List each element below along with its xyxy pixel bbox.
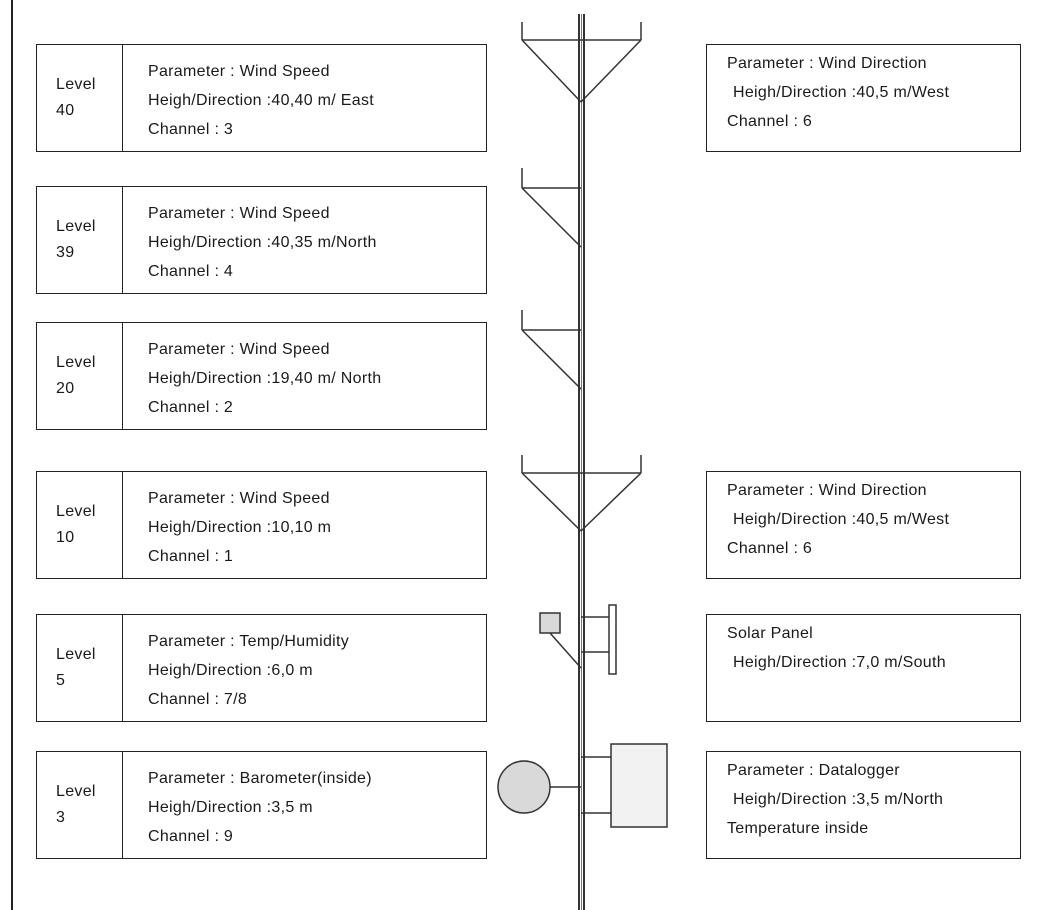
height-direction-text: Heigh/Direction :3,5 m [148, 799, 313, 816]
parameter-text: Parameter : Datalogger [727, 762, 900, 779]
wind-direction-top-box: Parameter : Wind Direction Heigh/Directi… [706, 44, 1021, 152]
double-boom-top [521, 22, 642, 103]
channel-text: Channel : 4 [148, 263, 234, 280]
level-label: Level [56, 354, 96, 371]
single-boom-level-39 [521, 168, 582, 248]
channel-text: Channel : 6 [727, 540, 813, 557]
level-3-box: Level 3 Parameter : Barometer(inside) He… [36, 751, 487, 859]
sensor-info: Parameter : Barometer(inside) Heigh/Dire… [123, 752, 372, 858]
left-border-line [11, 0, 13, 910]
level-39-box: Level 39 Parameter : Wind Speed Heigh/Di… [36, 186, 487, 294]
channel-text: Channel : 3 [148, 121, 234, 138]
height-direction-text: Heigh/Direction :40,35 m/North [148, 234, 377, 251]
level-label: Level [56, 76, 96, 93]
level-number: 5 [56, 672, 66, 689]
parameter-text: Parameter : Temp/Humidity [148, 633, 350, 650]
level-20-box: Level 20 Parameter : Wind Speed Heigh/Di… [36, 322, 487, 430]
temperature-note-text: Temperature inside [727, 820, 869, 837]
wind-direction-lower-box: Parameter : Wind Direction Heigh/Directi… [706, 471, 1021, 579]
mast-pole [578, 14, 585, 910]
sensor-info: Parameter : Wind Speed Heigh/Direction :… [123, 323, 381, 429]
height-direction-text: Heigh/Direction :40,40 m/ East [148, 92, 374, 109]
channel-text: Channel : 1 [148, 548, 234, 565]
level-cell: Level 40 [37, 45, 123, 151]
channel-text: Channel : 9 [148, 828, 234, 845]
parameter-text: Parameter : Wind Speed [148, 63, 330, 80]
level-cell: Level 5 [37, 615, 123, 721]
level-number: 39 [56, 244, 75, 261]
level-cell: Level 39 [37, 187, 123, 293]
sensor-info: Parameter : Temp/Humidity Heigh/Directio… [123, 615, 349, 721]
level-number: 40 [56, 102, 75, 119]
level-5-box: Level 5 Parameter : Temp/Humidity Heigh/… [36, 614, 487, 722]
solar-panel [581, 604, 617, 675]
level-cell: Level 10 [37, 472, 123, 578]
height-direction-text: Heigh/Direction :40,5 m/West [733, 84, 950, 101]
solar-panel-box: Solar Panel Heigh/Direction :7,0 m/South [706, 614, 1021, 722]
level-number: 20 [56, 380, 75, 397]
height-direction-text: Heigh/Direction :3,5 m/North [733, 791, 944, 808]
parameter-text: Parameter : Barometer(inside) [148, 770, 372, 787]
parameter-text: Parameter : Wind Direction [727, 482, 927, 499]
datalogger-enclosure [581, 743, 668, 828]
parameter-text: Parameter : Wind Direction [727, 55, 927, 72]
single-boom-level-20 [521, 310, 582, 390]
height-direction-text: Heigh/Direction :6,0 m [148, 662, 313, 679]
sensor-info: Parameter : Wind Speed Heigh/Direction :… [123, 472, 331, 578]
level-cell: Level 20 [37, 323, 123, 429]
level-40-box: Level 40 Parameter : Wind Speed Heigh/Di… [36, 44, 487, 152]
channel-text: Channel : 7/8 [148, 691, 248, 708]
datalogger-box: Parameter : Datalogger Heigh/Direction :… [706, 751, 1021, 859]
barometer [497, 760, 581, 814]
sensor-info: Parameter : Wind Speed Heigh/Direction :… [123, 187, 377, 293]
channel-text: Channel : 6 [727, 113, 813, 130]
parameter-text: Parameter : Wind Speed [148, 341, 330, 358]
level-number: 3 [56, 809, 66, 826]
sensor-info: Parameter : Wind Speed Heigh/Direction :… [123, 45, 374, 151]
level-label: Level [56, 783, 96, 800]
level-cell: Level 3 [37, 752, 123, 858]
parameter-text: Parameter : Wind Speed [148, 205, 330, 222]
level-label: Level [56, 503, 96, 520]
level-number: 10 [56, 529, 75, 546]
level-label: Level [56, 646, 96, 663]
height-direction-text: Heigh/Direction :19,40 m/ North [148, 370, 382, 387]
level-label: Level [56, 218, 96, 235]
temp-humidity-sensor [539, 612, 582, 669]
height-direction-text: Heigh/Direction :40,5 m/West [733, 511, 950, 528]
height-direction-text: Heigh/Direction :10,10 m [148, 519, 332, 536]
channel-text: Channel : 2 [148, 399, 234, 416]
double-boom-level-10 [521, 455, 642, 532]
height-direction-text: Heigh/Direction :7,0 m/South [733, 654, 946, 671]
parameter-text: Parameter : Wind Speed [148, 490, 330, 507]
level-10-box: Level 10 Parameter : Wind Speed Heigh/Di… [36, 471, 487, 579]
solar-panel-title: Solar Panel [727, 625, 814, 642]
